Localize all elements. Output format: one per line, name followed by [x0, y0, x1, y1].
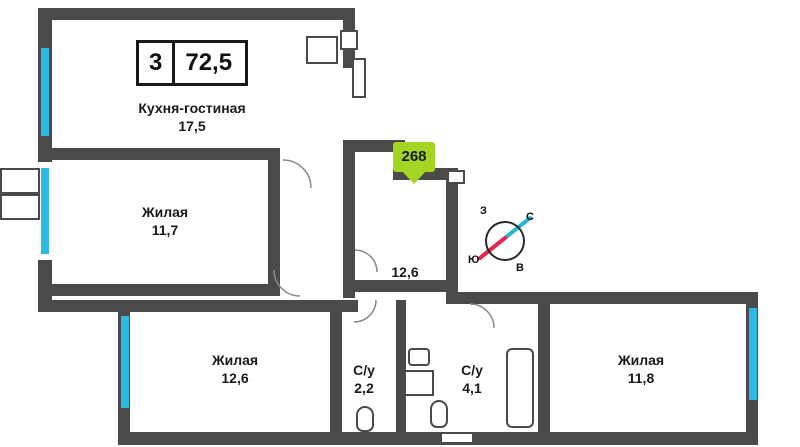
room-area: 11,8 [627, 369, 655, 386]
room-area: 17,5 [178, 117, 206, 134]
toilet-icon-bath2 [430, 400, 448, 428]
compass-label-north: С [526, 211, 534, 223]
room-area: 12,6 [221, 369, 249, 386]
wall-left-lower-protrusion [38, 300, 130, 312]
electrical-panel-icon [447, 170, 465, 184]
compass-rose: З С Ю В [468, 204, 542, 278]
wall-bottom-outer [118, 432, 758, 445]
wall-mid-horizontal-right [446, 292, 758, 304]
compass-label-west: З [480, 205, 487, 217]
room-label-bath-1: С/у 2,2 [335, 362, 393, 397]
badge-total-area: 72,5 [185, 49, 233, 76]
compass-ring [485, 221, 525, 261]
room-name: Жилая [141, 204, 189, 220]
kitchen-sink-icon [340, 30, 358, 50]
wall-corridor-left-mid [343, 140, 355, 240]
apartment-badge: 3 72,5 [136, 40, 248, 86]
sink-icon-bath2 [440, 432, 474, 444]
badge-separator [172, 43, 176, 83]
sink-icon-bath1 [408, 348, 430, 366]
balcony-left-lower [0, 194, 40, 220]
room-area: 4,1 [462, 379, 482, 396]
window-left-upper [41, 48, 49, 136]
room-label-hall: 12,6 [360, 264, 450, 282]
wall-top-left [38, 8, 355, 20]
kitchen-stove-icon [306, 36, 338, 64]
apartment-number-marker[interactable]: 268 [393, 142, 435, 186]
wall-kitchen-bottom [52, 148, 280, 160]
wall-bath-left [330, 300, 342, 445]
wall-left-lower [38, 260, 52, 312]
window-bottom-left [121, 316, 129, 408]
wall-corridor-top-stub [343, 140, 405, 152]
marker-body [393, 142, 435, 172]
room-label-living-3: Жилая 11,8 [566, 352, 716, 387]
compass-label-south: Ю [468, 254, 480, 266]
badge-rooms-count: 3 [149, 49, 163, 76]
room-name: Жилая [211, 352, 259, 368]
room-label-living-2: Жилая 12,6 [160, 352, 310, 387]
marker-tip [401, 170, 427, 184]
washer-icon-bath1 [404, 370, 434, 396]
wall-mid-horizontal-left [118, 300, 358, 312]
wall-bath-right [538, 300, 550, 445]
room-label-kitchen-living: Кухня-гостиная 17,5 [92, 100, 292, 135]
wall-living1-right [268, 148, 280, 296]
wall-left-window-lower [38, 148, 52, 162]
window-left-lower [41, 168, 49, 254]
balcony-left-upper [0, 168, 40, 194]
room-name: С/у [353, 362, 375, 378]
room-name: Жилая [617, 352, 665, 368]
room-area: 12,6 [391, 264, 419, 280]
wall-corridor-left-bottom [343, 240, 355, 298]
wall-hall-bottom [355, 280, 458, 292]
compass-label-east: В [516, 262, 524, 274]
wall-right-upper-vertical [446, 180, 458, 292]
room-label-living-1: Жилая 11,7 [90, 204, 240, 239]
kitchen-cabinet-icon [352, 58, 366, 98]
marker-number: 268 [401, 148, 427, 165]
room-area: 11,7 [151, 221, 179, 238]
room-name: С/у [461, 362, 483, 378]
room-label-bath-2: С/у 4,1 [443, 362, 501, 397]
wall-living1-bottom [52, 284, 280, 296]
room-area: 2,2 [354, 379, 374, 396]
wall-bath-mid [396, 300, 406, 445]
bathtub-icon-bath2 [506, 348, 534, 428]
room-name: Кухня-гостиная [138, 100, 246, 116]
window-bottom-right [749, 308, 757, 400]
toilet-icon-bath1 [356, 406, 374, 432]
